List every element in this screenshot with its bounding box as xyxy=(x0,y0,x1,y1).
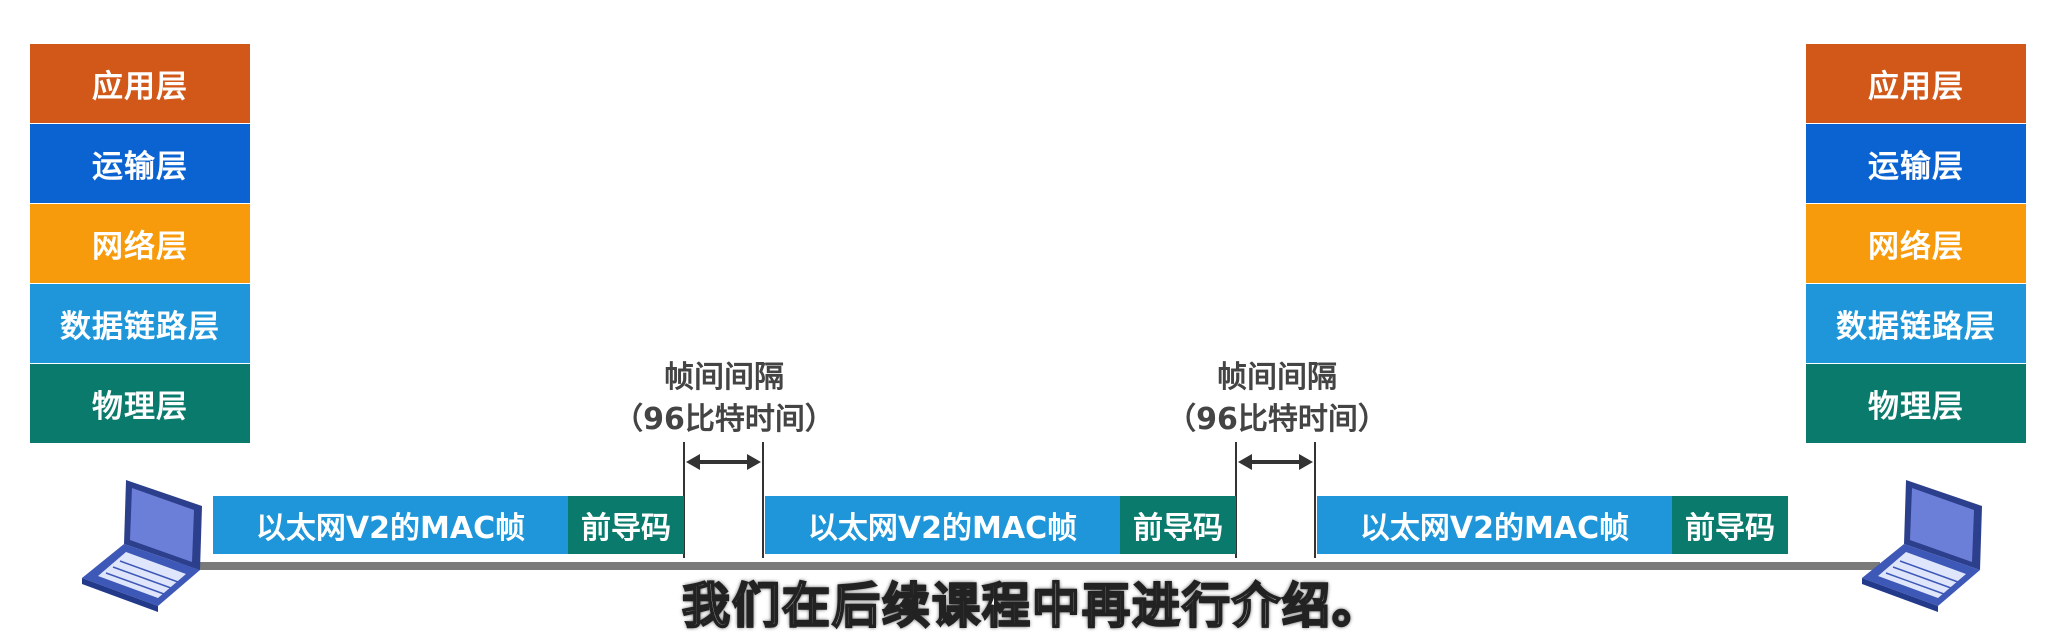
mac-frame: 以太网V2的MAC帧 xyxy=(765,496,1120,554)
preamble: 前导码 xyxy=(568,496,684,554)
left-laptop-icon xyxy=(82,480,202,612)
interframe-gap-label-2: 帧间间隔 （96比特时间） xyxy=(1157,357,1397,441)
right-laptop-icon xyxy=(1862,480,1982,612)
gap-title: 帧间间隔 xyxy=(664,360,784,395)
right-application-layer: 应用层 xyxy=(1806,44,2026,123)
right-datalink-layer: 数据链路层 xyxy=(1806,284,2026,363)
interframe-gap-marker-1 xyxy=(683,442,764,558)
gap-detail: （96比特时间） xyxy=(613,402,835,437)
left-transport-layer: 运输层 xyxy=(30,124,250,203)
right-physical-layer: 物理层 xyxy=(1806,364,2026,443)
left-application-layer: 应用层 xyxy=(30,44,250,123)
gap-title: 帧间间隔 xyxy=(1217,360,1337,395)
interframe-gap-marker-2 xyxy=(1235,442,1316,558)
right-network-layer: 网络层 xyxy=(1806,204,2026,283)
right-transport-layer: 运输层 xyxy=(1806,124,2026,203)
interframe-gap-label-1: 帧间间隔 （96比特时间） xyxy=(604,357,844,441)
preamble: 前导码 xyxy=(1120,496,1236,554)
mac-frame: 以太网V2的MAC帧 xyxy=(213,496,568,554)
ethernet-cable xyxy=(180,562,1880,570)
left-network-layer: 网络层 xyxy=(30,204,250,283)
right-protocol-stack: 应用层 运输层 网络层 数据链路层 物理层 xyxy=(1806,44,2026,444)
left-datalink-layer: 数据链路层 xyxy=(30,284,250,363)
frame-1: 以太网V2的MAC帧 前导码 xyxy=(213,496,684,554)
frame-2: 以太网V2的MAC帧 前导码 xyxy=(765,496,1236,554)
preamble: 前导码 xyxy=(1672,496,1788,554)
left-protocol-stack: 应用层 运输层 网络层 数据链路层 物理层 xyxy=(30,44,250,444)
gap-detail: （96比特时间） xyxy=(1166,402,1388,437)
video-subtitle: 我们在后续课程中再进行介绍。 xyxy=(681,577,1382,635)
mac-frame: 以太网V2的MAC帧 xyxy=(1317,496,1672,554)
frame-3: 以太网V2的MAC帧 前导码 xyxy=(1317,496,1788,554)
left-physical-layer: 物理层 xyxy=(30,364,250,443)
